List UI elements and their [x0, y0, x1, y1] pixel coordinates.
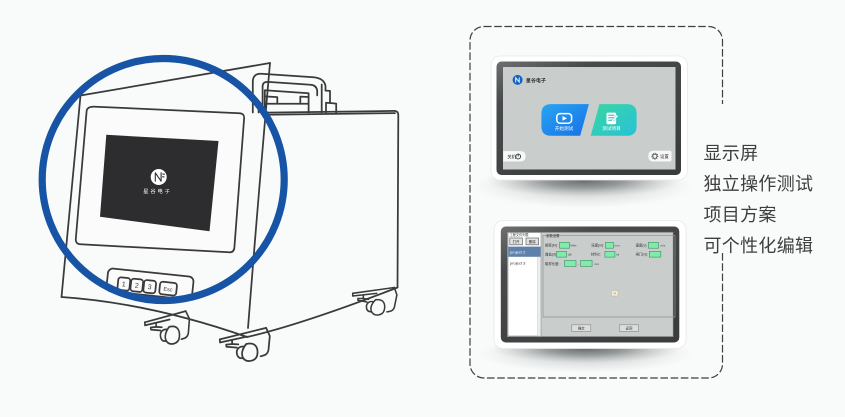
svg-text:独立操作测试: 独立操作测试 — [704, 174, 814, 194]
svg-text:Esc: Esc — [163, 287, 173, 294]
svg-text:设置: 设置 — [660, 153, 669, 160]
svg-text:测试项目: 测试项目 — [602, 125, 620, 132]
svg-text:取样长度 :: 取样长度 : — [545, 261, 561, 266]
svg-text:材料C:: 材料C: — [591, 252, 601, 257]
svg-text:频率(M):: 频率(M): — [545, 243, 558, 248]
svg-text:打开: 打开 — [513, 239, 520, 244]
svg-text:project 3: project 3 — [510, 261, 526, 266]
svg-text:参数设置: 参数设置 — [546, 233, 560, 238]
svg-text:ml: ml — [616, 253, 620, 257]
svg-text:显示屏: 显示屏 — [704, 143, 759, 163]
svg-text:确定: 确定 — [578, 326, 585, 331]
svg-text:dB: dB — [568, 253, 572, 257]
svg-text:速度(v):: 速度(v): — [636, 243, 648, 248]
svg-text:删除: 删除 — [529, 239, 536, 244]
svg-text:项目方案: 项目方案 — [704, 205, 777, 225]
svg-text:mm: mm — [594, 262, 600, 266]
svg-text:3: 3 — [147, 284, 152, 291]
svg-text:2: 2 — [134, 283, 139, 290]
svg-text:增益(d):: 增益(d): — [545, 252, 557, 257]
svg-text:关机: 关机 — [507, 153, 516, 160]
svg-text:开始测试: 开始测试 — [555, 125, 574, 132]
svg-text:星谷电子: 星谷电子 — [143, 187, 171, 195]
svg-text:星谷电子: 星谷电子 — [526, 77, 546, 84]
svg-text:mm: mm — [615, 244, 621, 248]
svg-text:project 2: project 2 — [510, 250, 526, 255]
svg-text:深度(m):: 深度(m): — [591, 243, 604, 248]
svg-text:MHz: MHz — [570, 244, 577, 248]
svg-text:可个性化编辑: 可个性化编辑 — [704, 236, 814, 256]
svg-text:闸门(G):: 闸门(G): — [636, 252, 649, 257]
svg-text:1: 1 — [121, 281, 126, 288]
svg-text:-: - — [578, 262, 579, 266]
svg-text:工程文件列表: 工程文件列表 — [510, 232, 530, 237]
svg-text:m/s: m/s — [660, 244, 665, 248]
svg-text:返回: 返回 — [626, 326, 633, 331]
